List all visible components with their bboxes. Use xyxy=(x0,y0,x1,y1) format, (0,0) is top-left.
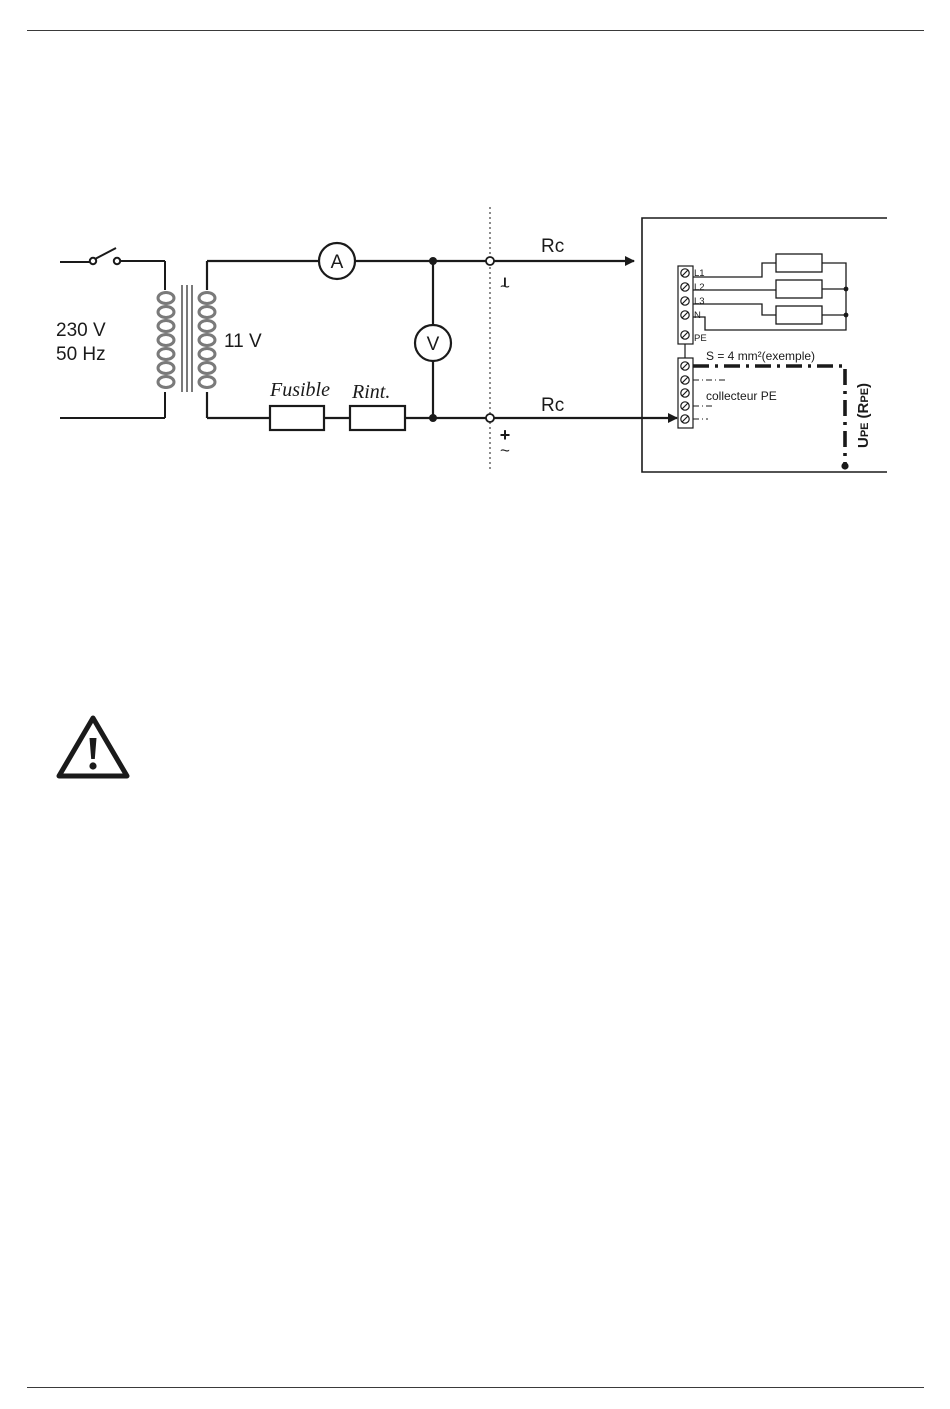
load-resistors xyxy=(693,254,846,330)
voltmeter-symbol: V xyxy=(427,334,440,355)
internal-resistance xyxy=(350,406,405,430)
voltmeter: V xyxy=(415,325,451,361)
equipment-enclosure xyxy=(642,218,887,472)
footer-rule xyxy=(27,1387,924,1388)
fuse xyxy=(270,406,324,430)
pe-measurement-label: UPE(RPE) xyxy=(855,383,872,448)
transformer-core xyxy=(182,285,192,392)
top-terminal-ac: ~ xyxy=(500,277,510,296)
terminal-label-l2: L2 xyxy=(694,282,705,293)
top-lead-label: Rc xyxy=(541,236,564,257)
ammeter: A xyxy=(319,243,355,279)
load-junction-2 xyxy=(844,313,849,318)
terminal-top xyxy=(486,257,494,265)
fuse-label: Fusible xyxy=(269,379,330,401)
primary-coil xyxy=(158,293,174,388)
bottom-lead-label: Rc xyxy=(541,395,564,416)
secondary-coil xyxy=(199,293,215,388)
warning-triangle-icon xyxy=(55,714,131,780)
ammeter-symbol: A xyxy=(331,252,344,273)
terminal-label-n: N xyxy=(694,310,701,321)
earth-measurement-point xyxy=(841,462,848,469)
transformer xyxy=(158,285,215,392)
bottom-terminal-ac: ~ xyxy=(500,441,510,460)
collector-label: collecteur PE xyxy=(706,389,777,403)
primary-frequency-label: 50 Hz xyxy=(56,344,106,365)
junction-bottom xyxy=(429,414,437,422)
junction-top xyxy=(429,257,437,265)
terminal-block xyxy=(678,266,693,344)
test-circuit-diagram: 230 V 50 Hz 11 V A V Fusible Rint. – ~ +… xyxy=(0,0,950,520)
terminal-bottom xyxy=(486,414,494,422)
internal-resistance-label: Rint. xyxy=(351,381,390,403)
terminal-label-pe: PE xyxy=(694,333,707,344)
protective-earth-conductor xyxy=(693,366,845,466)
cross-section-note: S = 4 mm²(exemple) xyxy=(706,349,815,363)
terminal-label-l3: L3 xyxy=(694,296,705,307)
secondary-voltage-label: 11 V xyxy=(224,331,262,352)
pe-collector-bar xyxy=(678,358,693,428)
primary-voltage-label: 230 V xyxy=(56,320,106,341)
load-junction-1 xyxy=(844,287,849,292)
